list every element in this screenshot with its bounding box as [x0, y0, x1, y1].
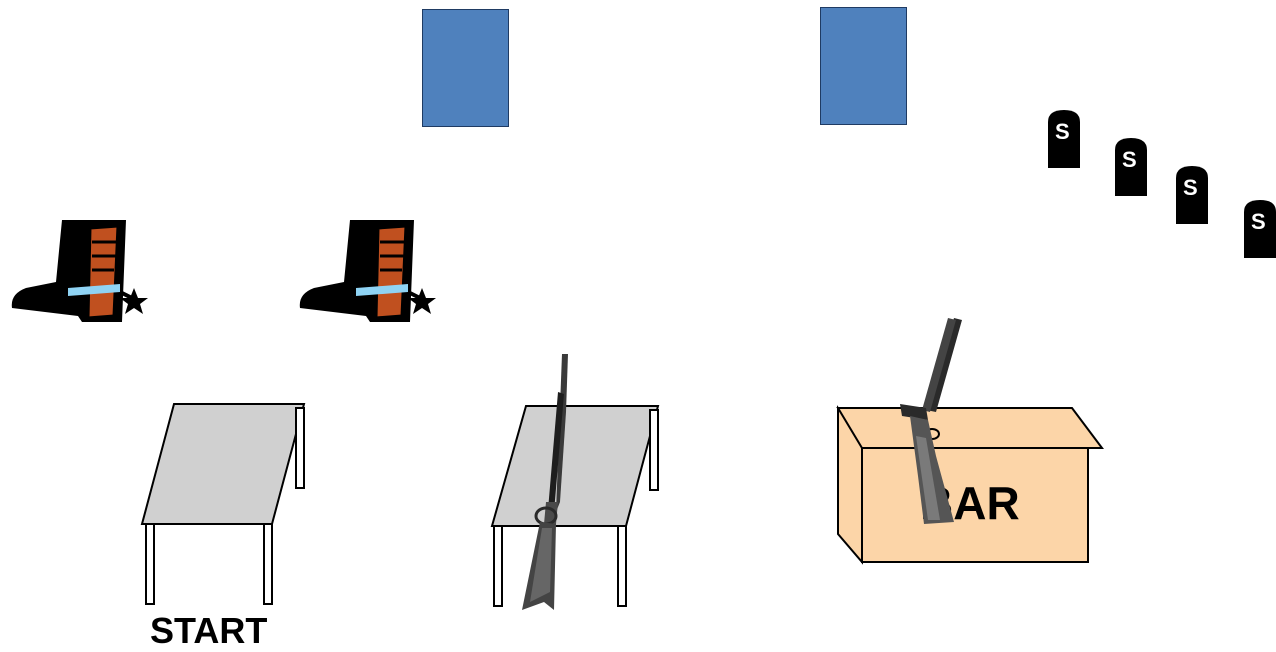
- tombstone-letter: S: [1183, 175, 1198, 200]
- tombstone-letter: S: [1251, 209, 1266, 234]
- blue-panel-left[interactable]: [422, 9, 509, 127]
- cowboy-boot-icon[interactable]: [292, 212, 436, 324]
- tombstone-icon[interactable]: S: [1046, 108, 1082, 170]
- tombstone-letter: S: [1055, 119, 1070, 144]
- cowboy-boot-icon[interactable]: [4, 212, 148, 324]
- tombstone-icon[interactable]: S: [1113, 136, 1149, 198]
- rifle-icon[interactable]: [516, 352, 572, 612]
- table-icon[interactable]: [138, 400, 312, 606]
- shotgun-icon[interactable]: [896, 316, 966, 526]
- tombstone-letter: S: [1122, 147, 1137, 172]
- tombstone-icon[interactable]: S: [1174, 164, 1210, 226]
- blue-panel-right[interactable]: [820, 7, 907, 125]
- tombstone-icon[interactable]: S: [1242, 198, 1276, 260]
- table-icon[interactable]: [488, 402, 664, 608]
- cardboard-box-icon[interactable]: [834, 404, 1106, 566]
- start-label: START: [150, 610, 268, 651]
